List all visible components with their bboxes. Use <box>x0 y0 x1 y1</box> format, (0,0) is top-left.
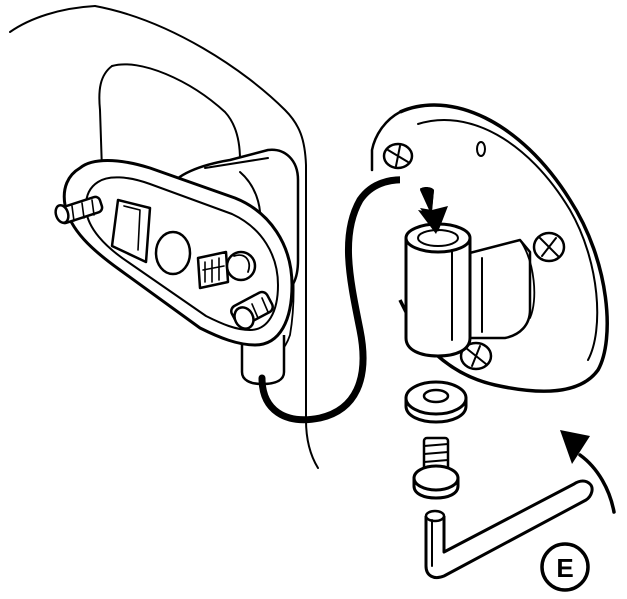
callout-e: E <box>540 542 590 592</box>
washer <box>404 380 468 424</box>
rotation-arrow <box>560 430 616 514</box>
screw-top-left <box>382 142 414 170</box>
stud-left <box>54 195 104 225</box>
mounting-plate-assembly <box>54 148 300 386</box>
wiring-harness <box>258 176 432 424</box>
hex-key-tool <box>424 479 594 580</box>
bolt <box>412 436 460 500</box>
stud-right <box>230 290 274 330</box>
callout-letter: E <box>556 553 573 583</box>
pivot-sleeve <box>404 222 472 358</box>
screw-bottom <box>459 341 493 371</box>
screw-right <box>532 231 566 263</box>
insert-arrow <box>418 187 448 234</box>
